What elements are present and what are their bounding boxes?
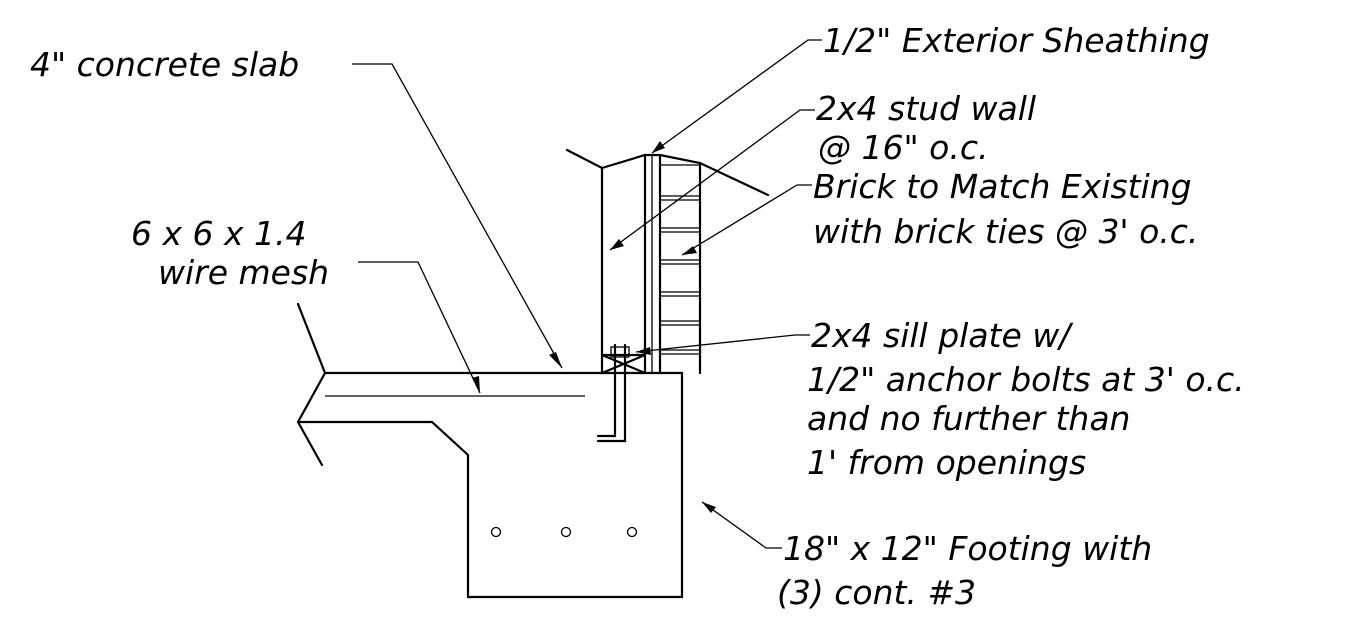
- label-wire-mesh-line1: 6 x 6 x 1.4: [131, 214, 307, 253]
- rebar: [626, 526, 638, 538]
- label-concrete-slab: 4" concrete slab: [30, 45, 299, 84]
- leader-arrowheads: [472, 141, 716, 513]
- label-sill-plate-line4: 1' from openings: [807, 443, 1086, 482]
- footing-outline: [296, 371, 684, 599]
- label-exterior-sheathing: 1/2" Exterior Sheathing: [823, 21, 1210, 60]
- leader-lines: [352, 39, 822, 549]
- leader-mesh: [358, 261, 481, 394]
- wall-break-line: [565, 148, 770, 197]
- rebar: [490, 526, 502, 538]
- leader-slab: [352, 63, 563, 369]
- leader-brick: [681, 184, 812, 256]
- leader-sheathing: [651, 39, 822, 154]
- label-sill-plate-line2: 1/2" anchor bolts at 3' o.c.: [807, 360, 1245, 399]
- label-footing-line2: (3) cont. #3: [777, 573, 976, 612]
- arrowhead: [610, 239, 624, 250]
- arrowhead: [472, 376, 480, 393]
- brick-veneer: [660, 161, 702, 375]
- label-footing-line1: 18" x 12" Footing with: [783, 529, 1152, 568]
- rebar-group: [490, 526, 638, 538]
- leader-footing: [701, 501, 782, 549]
- label-wire-mesh-line2: wire mesh: [158, 253, 329, 292]
- label-brick-line1: Brick to Match Existing: [813, 167, 1192, 206]
- leader-stud: [609, 109, 815, 251]
- rebar: [560, 526, 572, 538]
- slab-break-line-left: [296, 302, 327, 467]
- label-stud-wall-line2: @ 16" o.c.: [818, 128, 988, 167]
- arrowhead: [636, 347, 651, 355]
- anchor-bolt-nut: [610, 346, 630, 358]
- arrowhead: [682, 246, 697, 255]
- label-brick-line2: with brick ties @ 3' o.c.: [813, 212, 1198, 251]
- label-sill-plate-line3: and no further than: [807, 399, 1130, 438]
- label-sill-plate-line1: 2x4 sill plate w/: [811, 316, 1074, 355]
- anchor-bolt: [596, 343, 627, 443]
- sill-plate: [600, 353, 647, 375]
- arrowhead: [652, 141, 665, 153]
- arrowhead: [549, 352, 562, 368]
- label-stud-wall-line1: 2x4 stud wall: [816, 89, 1036, 128]
- arrowhead: [702, 502, 716, 513]
- leader-sill: [635, 334, 810, 353]
- footing-and-slab: [296, 302, 684, 599]
- brick-coursing: [660, 164, 700, 355]
